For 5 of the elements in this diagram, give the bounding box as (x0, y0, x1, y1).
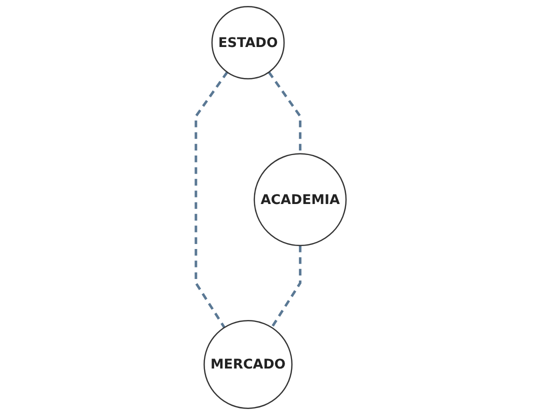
node-circle: MERCADO (203, 320, 292, 409)
node-circle: ESTADO (210, 6, 284, 80)
connector (270, 246, 301, 328)
connector (194, 71, 228, 328)
node-circle: ACADEMIA (253, 153, 346, 246)
